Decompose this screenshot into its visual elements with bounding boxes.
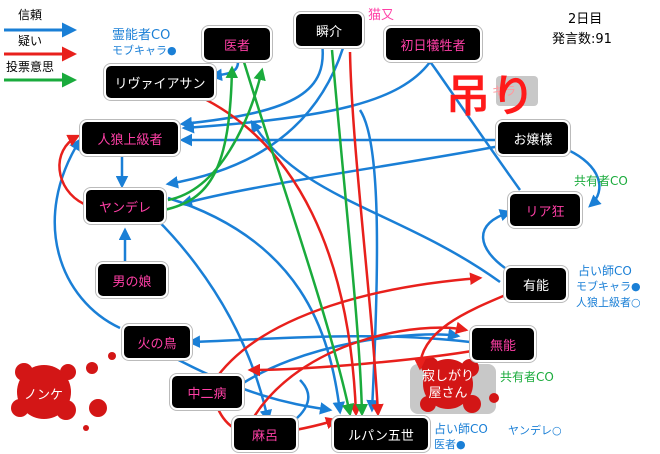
hanged-sub: キラ bbox=[492, 84, 517, 98]
edge-doubt bbox=[348, 51, 384, 417]
node-hinotori[interactable]: 火の鳥 bbox=[122, 324, 192, 360]
edge-trust bbox=[481, 209, 513, 270]
node-shunsuke[interactable]: 瞬介 bbox=[294, 12, 364, 48]
annotation-kyouyuu-co-2: 共有者CO bbox=[500, 370, 554, 384]
edge-trust bbox=[250, 119, 501, 284]
edge-doubt bbox=[189, 90, 362, 417]
node-maro[interactable]: 麻呂 bbox=[232, 416, 298, 452]
edge-vote bbox=[163, 65, 239, 212]
annotation-reinou-co: 霊能者CO bbox=[112, 28, 171, 43]
node-ojousama[interactable]: お嬢様 bbox=[496, 120, 570, 156]
edge-trust bbox=[567, 148, 602, 208]
edge-trust bbox=[423, 51, 522, 191]
node-otokonoko[interactable]: 男の娘 bbox=[96, 262, 168, 298]
node-lupin[interactable]: ルパン五世 bbox=[332, 416, 430, 452]
node-jinrou-jokyu[interactable]: 人狼上級者 bbox=[80, 120, 180, 156]
node-livai[interactable]: リヴァイアサン bbox=[104, 64, 216, 100]
node-chuunibyou[interactable]: 中二病 bbox=[170, 374, 244, 410]
annotation-jinrou-jokyu-o: 人狼上級者○ bbox=[576, 296, 641, 309]
edge-doubt bbox=[210, 272, 483, 385]
hanged-mark: 吊り bbox=[446, 71, 536, 122]
annotation-uranai-co-2: 占い師CO bbox=[434, 422, 488, 436]
edge-trust bbox=[179, 144, 501, 208]
edge-trust bbox=[181, 61, 431, 134]
legend-doubt-label: 疑い bbox=[18, 34, 43, 48]
edge-trust bbox=[159, 348, 333, 415]
legend-trust-label: 信頼 bbox=[18, 8, 43, 22]
annotation-uranai-co-1: 占い師CO bbox=[578, 264, 632, 278]
post-count: 発言数:91 bbox=[552, 32, 612, 47]
edge-doubt bbox=[247, 348, 479, 377]
legend bbox=[4, 22, 77, 88]
blood-splatter-left bbox=[11, 352, 116, 431]
vote-arrows bbox=[163, 49, 369, 417]
legend-vote-label: 投票意思 bbox=[6, 60, 55, 74]
node-yandere[interactable]: ヤンデレ bbox=[84, 188, 166, 224]
annotation-kyouyuu-co-1: 共有者CO bbox=[574, 174, 628, 188]
edge-doubt bbox=[58, 134, 85, 206]
annotation-mob-chara-1: モブキャラ● bbox=[112, 44, 177, 57]
node-munou[interactable]: 無能 bbox=[470, 326, 536, 362]
doubt-arrows bbox=[58, 51, 509, 439]
edge-vote bbox=[242, 61, 355, 417]
edge-trust bbox=[167, 196, 345, 415]
node-isha[interactable]: 医者 bbox=[202, 26, 272, 62]
edge-doubt bbox=[250, 321, 469, 421]
annotation-mob-chara-2: モブキャラ● bbox=[576, 280, 641, 293]
node-ria-kyou[interactable]: リア狂 bbox=[508, 192, 582, 228]
edge-vote bbox=[167, 67, 266, 202]
annotation-nekomata: 猫又 bbox=[368, 8, 395, 23]
hanged-box bbox=[496, 76, 538, 106]
node-shonichi[interactable]: 初日犠牲者 bbox=[384, 26, 482, 62]
node-samishigari[interactable]: 寂しがり屋さん bbox=[422, 369, 475, 401]
dead-nonke: ノンケ bbox=[24, 388, 64, 403]
annotation-isha-b: 医者● bbox=[434, 438, 466, 451]
node-yuunou[interactable]: 有能 bbox=[504, 266, 568, 302]
edge-trust bbox=[165, 47, 345, 189]
day-label: 2日目 bbox=[568, 12, 603, 27]
edge-trust bbox=[53, 137, 121, 330]
edge-trust bbox=[179, 41, 324, 130]
annotation-yandere-o: ヤンデレ○ bbox=[508, 424, 562, 437]
edge-vote bbox=[330, 49, 369, 417]
edge-doubt bbox=[413, 292, 509, 371]
